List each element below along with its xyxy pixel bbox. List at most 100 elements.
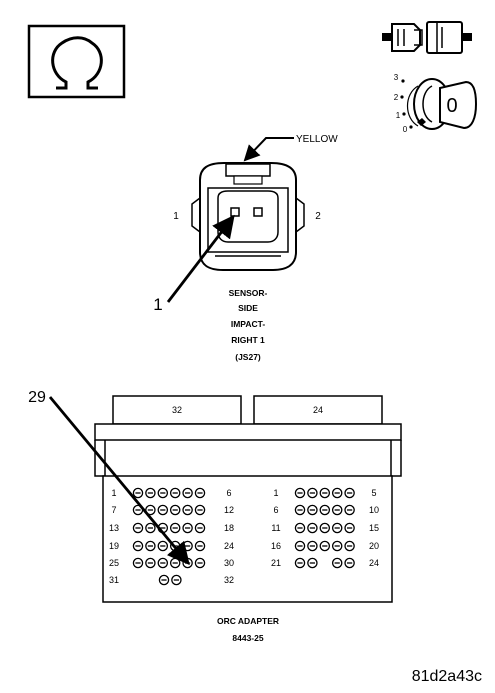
- orc-pin: [132, 540, 144, 552]
- orc-pin: [344, 522, 355, 534]
- orc-pin: [145, 540, 156, 552]
- orc-right-row-end-label: 5: [371, 488, 376, 498]
- callout-29-label: 29: [28, 389, 46, 406]
- orc-pin: [331, 557, 343, 569]
- orc-pin: [294, 504, 306, 516]
- ignition-switch-off-icon: 3 2 1 0 0: [394, 73, 478, 134]
- orc-pin: [294, 487, 306, 499]
- orc-left-row-start-label: 25: [109, 558, 119, 568]
- ignition-position-3: 3: [394, 73, 399, 82]
- orc-pin: [194, 487, 206, 499]
- callout-1-arrow: [166, 214, 235, 303]
- orc-pin: [194, 557, 206, 569]
- callout-1-label: 1: [153, 295, 162, 314]
- sensor-connector: YELLOW 1 2 1 SENSOR- SIDE IMPACT- RIGHT …: [153, 134, 338, 362]
- orc-pin: [157, 557, 169, 569]
- orc-pin: [194, 540, 206, 552]
- orc-left-row-end-label: 32: [224, 575, 234, 585]
- orc-pin: [145, 557, 156, 569]
- orc-pin: [344, 540, 355, 552]
- orc-pin: [157, 504, 169, 516]
- ignition-position-2: 2: [394, 93, 399, 102]
- ignition-position-1: 1: [396, 111, 401, 120]
- orc-pin: [331, 540, 343, 552]
- orc-title-line-2: 8443-25: [232, 633, 263, 643]
- sensor-title-line-3: IMPACT-: [231, 319, 265, 329]
- orc-pin: [145, 504, 156, 516]
- orc-pin: [169, 504, 181, 516]
- orc-pin: [182, 504, 193, 516]
- orc-pin: [294, 557, 306, 569]
- ignition-position-0: 0: [403, 125, 408, 134]
- orc-pin: [182, 540, 193, 552]
- orc-pin: [319, 487, 331, 499]
- sensor-title-line-2: SIDE: [238, 303, 258, 313]
- connector-disconnect-icon: [382, 21, 472, 54]
- orc-pin: [145, 522, 156, 534]
- orc-right-row-start-label: 21: [271, 558, 281, 568]
- orc-pin: [319, 504, 331, 516]
- orc-right-row-end-label: 15: [369, 523, 379, 533]
- wire-color-leader: [243, 137, 294, 162]
- orc-pin: [319, 522, 331, 534]
- orc-header-right: [253, 395, 383, 425]
- orc-pin: [132, 522, 144, 534]
- orc-pin: [307, 540, 318, 552]
- orc-left-row-end-label: 18: [224, 523, 234, 533]
- figure-id: 81d2a43c: [412, 668, 482, 685]
- orc-left-row-start-label: 7: [111, 505, 116, 515]
- orc-right-row-end-label: 20: [369, 541, 379, 551]
- orc-header-right-label: 24: [313, 405, 323, 415]
- sensor-title-line-5: (JS27): [235, 352, 261, 362]
- orc-pin: [158, 574, 170, 586]
- omega-resistance-icon: [27, 24, 126, 99]
- orc-pin: [331, 504, 343, 516]
- orc-left-row-end-label: 30: [224, 558, 234, 568]
- pin-label-2: 2: [315, 211, 321, 222]
- orc-pin: [344, 557, 355, 569]
- orc-right-row-start-label: 6: [273, 505, 278, 515]
- orc-pin: [294, 540, 306, 552]
- orc-pin: [344, 487, 355, 499]
- pin-label-1: 1: [173, 211, 179, 222]
- orc-pin: [331, 487, 343, 499]
- orc-pin: [157, 540, 169, 552]
- orc-header-left-label: 32: [172, 405, 182, 415]
- orc-pin: [331, 522, 343, 534]
- orc-left-row-start-label: 13: [109, 523, 119, 533]
- orc-right-row-end-label: 10: [369, 505, 379, 515]
- orc-pin: [307, 487, 318, 499]
- orc-pin: [307, 504, 318, 516]
- orc-pin: [132, 487, 144, 499]
- orc-left-row-start-label: 19: [109, 541, 119, 551]
- ignition-key-label: 0: [446, 95, 457, 117]
- orc-pin: [319, 540, 331, 552]
- orc-pin: [307, 557, 318, 569]
- orc-pin: [157, 487, 169, 499]
- orc-left-row-end-label: 24: [224, 541, 234, 551]
- orc-left-row-end-label: 12: [224, 505, 234, 515]
- orc-pin: [182, 522, 193, 534]
- orc-left-row-start-label: 31: [109, 575, 119, 585]
- orc-pin: [145, 487, 156, 499]
- wire-color-label: YELLOW: [296, 134, 338, 145]
- sensor-title-line-1: SENSOR-: [229, 288, 268, 298]
- orc-left-row-start-label: 1: [111, 488, 116, 498]
- orc-right-row-start-label: 1: [273, 488, 278, 498]
- orc-right-row-end-label: 24: [369, 558, 379, 568]
- orc-pin: [169, 557, 181, 569]
- orc-title-line-1: ORC ADAPTER: [217, 616, 279, 626]
- orc-pin: [169, 522, 181, 534]
- orc-pin: [171, 574, 182, 586]
- orc-right-row-start-label: 16: [271, 541, 281, 551]
- orc-pin: [182, 487, 193, 499]
- callout-29-arrow: [48, 396, 190, 566]
- orc-left-row-end-label: 6: [226, 488, 231, 498]
- orc-pin: [294, 522, 306, 534]
- orc-pin: [194, 522, 206, 534]
- orc-right-row-start-label: 11: [271, 523, 280, 533]
- orc-pin: [169, 487, 181, 499]
